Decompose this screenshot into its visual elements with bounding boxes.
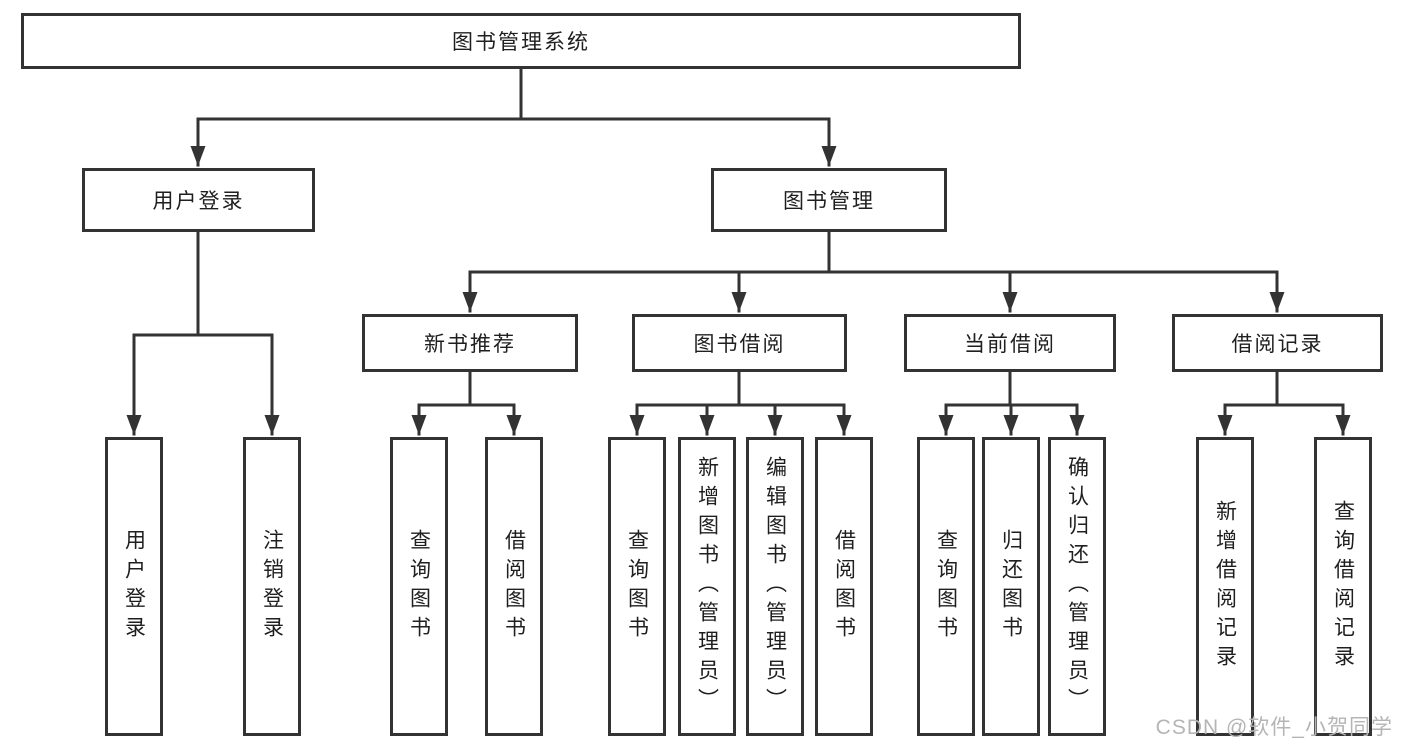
leaf-add-borrow-record-label: 新增借阅记录 xyxy=(1213,499,1237,674)
leaf-query-borrow-record-label: 查询借阅记录 xyxy=(1331,499,1355,674)
node-book-borrow-label: 图书借阅 xyxy=(693,333,786,356)
leaf-confirm-return-admin: 确认归还（管理员） xyxy=(1048,437,1106,736)
leaf-borrow-books: 借阅图书 xyxy=(815,437,873,736)
node-user-login: 用户登录 xyxy=(82,168,315,232)
leaf-query-books-current: 查询图书 xyxy=(917,437,975,736)
watermark: CSDN @软件_小贺同学 xyxy=(1155,716,1393,739)
node-current-borrow: 当前借阅 xyxy=(904,314,1116,372)
leaf-borrow-books-recommend-label: 借阅图书 xyxy=(502,528,526,645)
node-book-borrow: 图书借阅 xyxy=(632,314,847,372)
leaf-query-books-borrow: 查询图书 xyxy=(608,437,666,736)
leaf-add-borrow-record: 新增借阅记录 xyxy=(1196,437,1254,736)
node-user-login-label: 用户登录 xyxy=(152,190,245,213)
leaf-add-books-admin: 新增图书（管理员） xyxy=(678,437,736,736)
leaf-return-books: 归还图书 xyxy=(982,437,1040,736)
leaf-logout-label: 注销登录 xyxy=(260,528,284,645)
node-borrow-records: 借阅记录 xyxy=(1172,314,1383,372)
leaf-user-login-label: 用户登录 xyxy=(122,528,146,645)
leaf-user-login: 用户登录 xyxy=(105,437,163,736)
node-root-system-label: 图书管理系统 xyxy=(452,31,590,54)
leaf-edit-books-admin-label: 编辑图书（管理员） xyxy=(763,456,787,717)
node-book-management: 图书管理 xyxy=(711,168,947,232)
node-new-book-recommend: 新书推荐 xyxy=(362,314,578,372)
leaf-return-books-label: 归还图书 xyxy=(999,528,1023,645)
node-borrow-records-label: 借阅记录 xyxy=(1231,333,1324,356)
leaf-borrow-books-label: 借阅图书 xyxy=(832,528,856,645)
node-root-system: 图书管理系统 xyxy=(21,13,1021,69)
node-new-book-recommend-label: 新书推荐 xyxy=(424,333,516,356)
leaf-confirm-return-admin-label: 确认归还（管理员） xyxy=(1065,456,1089,717)
node-current-borrow-label: 当前借阅 xyxy=(964,333,1056,356)
leaf-add-books-admin-label: 新增图书（管理员） xyxy=(695,456,719,717)
leaf-query-books-current-label: 查询图书 xyxy=(934,528,958,645)
leaf-edit-books-admin: 编辑图书（管理员） xyxy=(746,437,804,736)
leaf-logout: 注销登录 xyxy=(243,437,301,736)
leaf-query-books-borrow-label: 查询图书 xyxy=(625,528,649,645)
leaf-query-borrow-record: 查询借阅记录 xyxy=(1314,437,1372,736)
leaf-borrow-books-recommend: 借阅图书 xyxy=(485,437,543,736)
node-book-management-label: 图书管理 xyxy=(783,190,875,213)
leaf-query-books-recommend-label: 查询图书 xyxy=(407,528,431,645)
leaf-query-books-recommend: 查询图书 xyxy=(390,437,448,736)
